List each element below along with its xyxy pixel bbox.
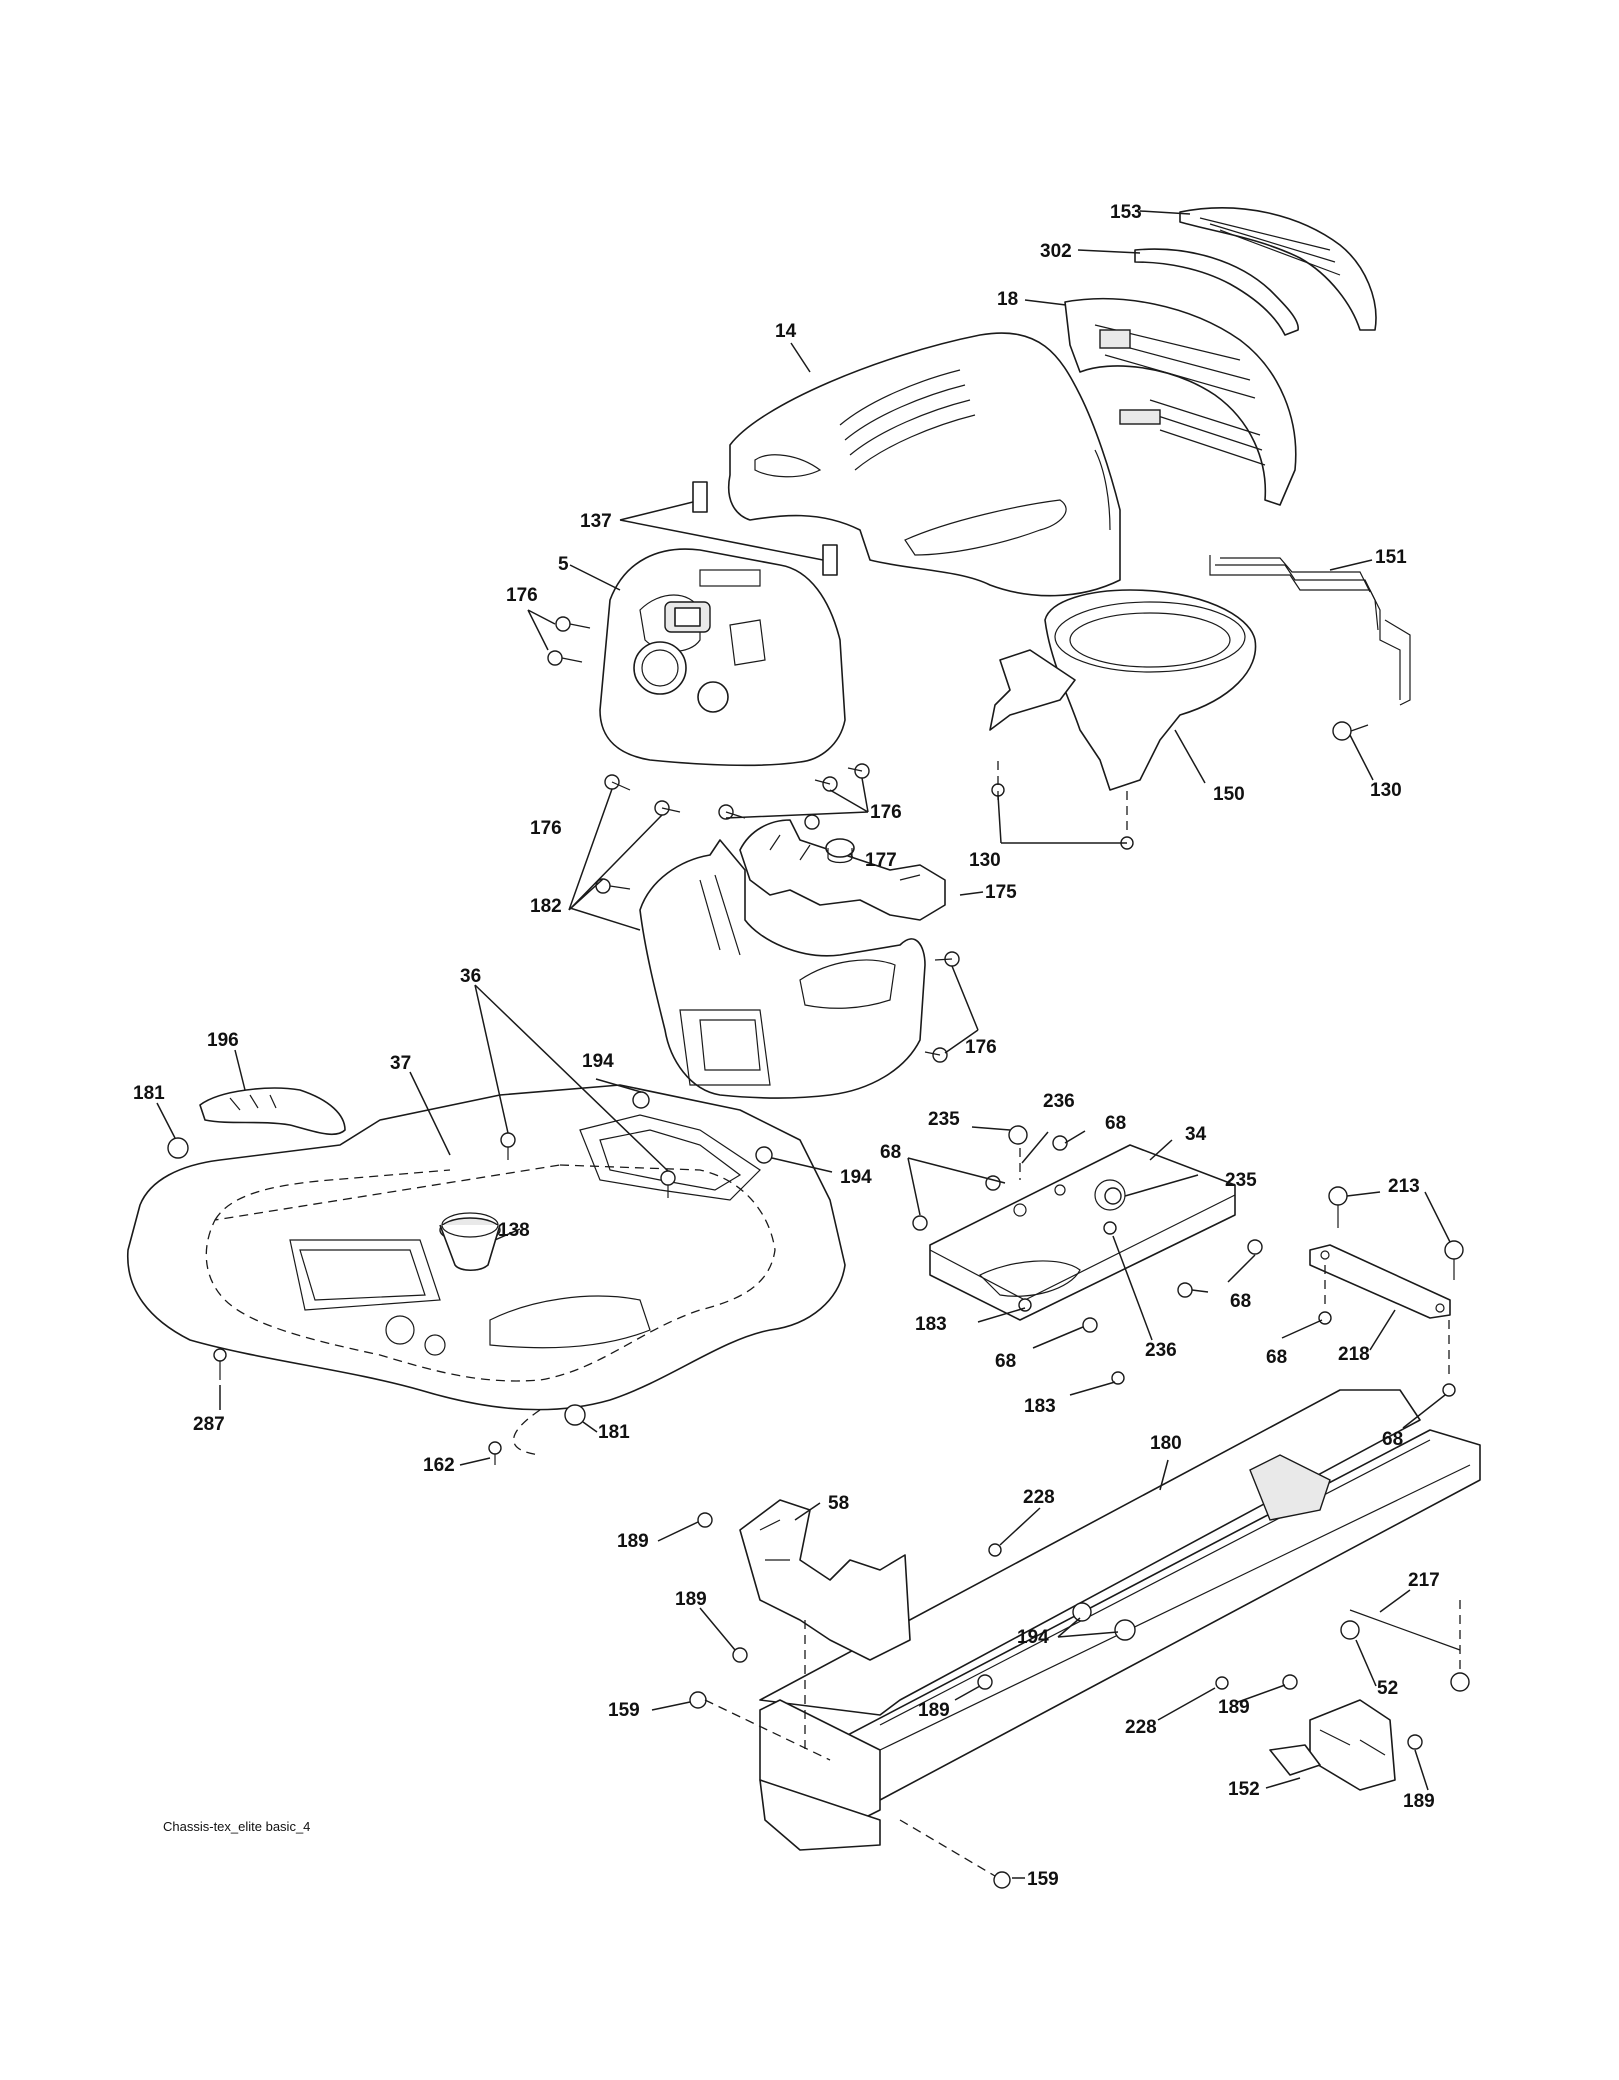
label-138: 138	[498, 1220, 530, 1241]
part-180-main-frame	[759, 1389, 1481, 1851]
label-235-a: 235	[928, 1109, 960, 1130]
label-137: 137	[580, 511, 612, 532]
part-152-shield	[1269, 1699, 1396, 1791]
label-37: 37	[390, 1053, 411, 1074]
label-130-b: 130	[969, 850, 1001, 871]
label-68-c: 68	[1230, 1291, 1251, 1312]
label-181-b: 181	[598, 1422, 630, 1443]
part-217-rod	[1349, 1609, 1461, 1651]
fasteners	[167, 616, 1470, 1889]
label-176-c: 176	[530, 818, 562, 839]
diagram-caption: Chassis-tex_elite basic_4	[163, 1819, 310, 1834]
label-228-a: 228	[1023, 1487, 1055, 1508]
part-150-intake-bowl	[989, 589, 1257, 791]
label-180: 180	[1150, 1433, 1182, 1454]
part-175-dash-bracket	[739, 819, 946, 921]
label-152: 152	[1228, 1779, 1260, 1800]
label-183-a: 183	[915, 1314, 947, 1335]
part-5-dash-panel	[599, 548, 846, 767]
label-213: 213	[1388, 1176, 1420, 1197]
label-189-d: 189	[1218, 1697, 1250, 1718]
label-176-a: 176	[506, 585, 538, 606]
part-37-floor-pan	[127, 1084, 846, 1411]
label-183-b: 183	[1024, 1396, 1056, 1417]
leader-lines	[156, 210, 1451, 1879]
part-182-front-panel	[639, 839, 926, 1099]
label-194-c: 194	[1017, 1627, 1049, 1648]
label-287: 287	[193, 1414, 225, 1435]
label-236-a: 236	[1043, 1091, 1075, 1112]
label-159-b: 159	[1027, 1869, 1059, 1890]
alignment-lines	[513, 760, 1461, 1877]
label-58: 58	[828, 1493, 849, 1514]
callout-labels: 153 302 18 14 137 5 176 151 130 150 130 …	[133, 202, 1440, 1890]
label-175: 175	[985, 882, 1017, 903]
label-228-b: 228	[1125, 1717, 1157, 1738]
label-151: 151	[1375, 547, 1407, 568]
label-68-f: 68	[1382, 1429, 1403, 1450]
label-189-e: 189	[1403, 1791, 1435, 1812]
label-68-e: 68	[1266, 1347, 1287, 1368]
label-194-b: 194	[840, 1167, 872, 1188]
label-236-b: 236	[1145, 1340, 1177, 1361]
part-151-bracket	[1209, 555, 1411, 706]
part-14-hood	[728, 332, 1121, 597]
label-153: 153	[1110, 202, 1142, 223]
label-302: 302	[1040, 241, 1072, 262]
part-153-grille-cap	[1179, 207, 1377, 331]
label-68-d: 68	[995, 1351, 1016, 1372]
label-235-b: 235	[1225, 1170, 1257, 1191]
label-181-a: 181	[133, 1083, 165, 1104]
label-5: 5	[558, 554, 569, 575]
label-68-b: 68	[880, 1142, 901, 1163]
label-34: 34	[1185, 1124, 1207, 1145]
label-52: 52	[1377, 1678, 1398, 1699]
label-68-a: 68	[1105, 1113, 1126, 1134]
label-36: 36	[460, 966, 481, 987]
label-217: 217	[1408, 1570, 1440, 1591]
label-189-a: 189	[617, 1531, 649, 1552]
part-34-mounting-plate	[929, 1144, 1236, 1321]
label-177: 177	[865, 850, 897, 871]
part-18-grille-housing	[1064, 297, 1297, 506]
label-150: 150	[1213, 784, 1245, 805]
label-194-a: 194	[582, 1051, 614, 1072]
label-182: 182	[530, 896, 562, 917]
label-176-b: 176	[870, 802, 902, 823]
label-14: 14	[775, 321, 797, 342]
label-189-b: 189	[675, 1589, 707, 1610]
part-137-bumper-blocks	[692, 481, 838, 576]
part-177-knob	[825, 838, 855, 864]
label-196: 196	[207, 1030, 239, 1051]
part-196-fender-insert	[199, 1087, 346, 1135]
label-18: 18	[997, 289, 1018, 310]
label-218: 218	[1338, 1344, 1370, 1365]
label-162: 162	[423, 1455, 455, 1476]
label-176-d: 176	[965, 1037, 997, 1058]
part-218-strap	[1309, 1244, 1451, 1319]
part-302-trim-strip	[1134, 248, 1299, 336]
part-58-bracket	[739, 1499, 911, 1661]
label-159-a: 159	[608, 1700, 640, 1721]
label-189-c: 189	[918, 1700, 950, 1721]
label-130-a: 130	[1370, 780, 1402, 801]
